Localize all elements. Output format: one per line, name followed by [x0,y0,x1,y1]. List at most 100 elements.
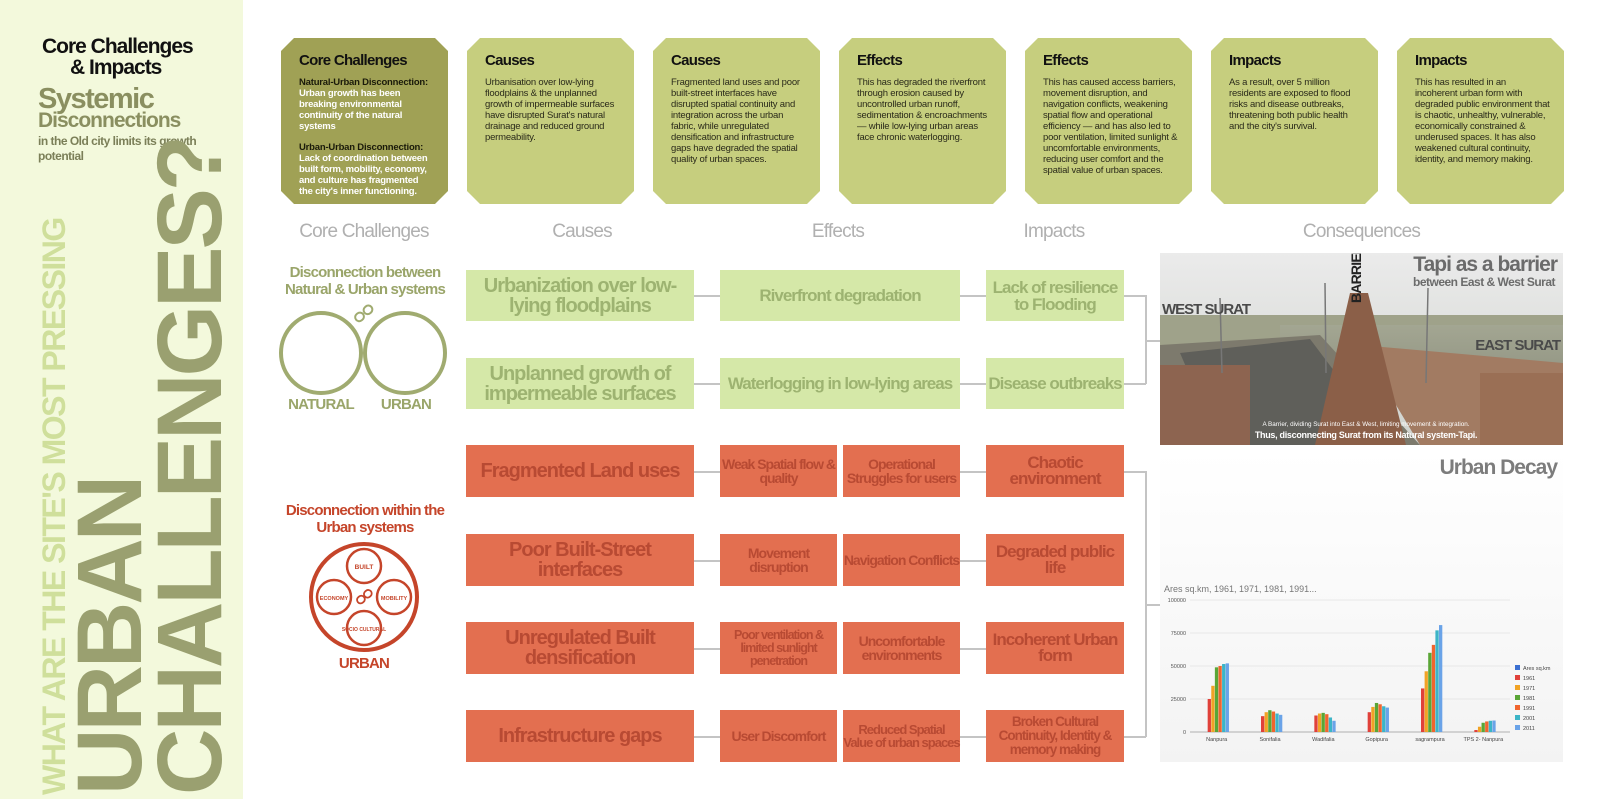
colhead-causes: Causes [552,221,612,242]
x-tick-label: Nanpura [1206,737,1228,743]
effect-box-riverfront: Riverfront degradation [720,270,960,321]
urban-system-label: URBAN [338,655,390,672]
bar [1279,714,1283,732]
cause-box-infrastructure: Infrastructure gaps [466,710,694,762]
bar [1374,702,1379,732]
bar [1207,699,1211,732]
x-tick-label: Sonifalia [1259,737,1281,743]
effect-box-movement: Movement disruption [720,534,837,586]
legend-label: 1961 [1523,676,1535,682]
connector-line [960,560,986,562]
photo-illustration [1160,253,1563,445]
legend-label: 1991 [1523,706,1535,712]
urban-label: URBAN [380,396,432,413]
legend-label: 1971 [1523,686,1535,692]
card-effects-natural: Effects This has degraded the riverfront… [839,38,1006,204]
bracket-line [1124,383,1146,385]
card-causes-urban: Causes Fragmented land uses and poor bui… [653,38,820,204]
east-surat-label: EAST SURAT [1475,337,1561,354]
bar [1264,712,1268,732]
bar [1424,671,1428,732]
bar [1485,721,1489,732]
card-text: Fragmented land uses and poor built-stre… [671,77,800,165]
socio-cultural-circle [345,609,383,647]
effect-box-navigation: Navigation Conflicts [843,534,960,586]
card-causes-natural: Causes Urbanisation over low-lying flood… [467,38,634,204]
impact-box-incoherent: Incoherent Urban form [986,622,1124,674]
x-tick-label: Gopipura [1365,737,1389,743]
impact-box-chaotic: Chaotic environment [986,445,1124,497]
bar [1218,666,1222,732]
card-title: Effects [857,52,903,69]
legend-swatch [1515,715,1520,720]
bar [1211,685,1215,732]
bar [1271,711,1276,732]
natural-urban-disconnection-title: Disconnection between Natural & Urban sy… [285,264,446,298]
vertical-title: WHAT ARE THE SITE'S MOST PRESSING URBAN … [36,138,241,795]
tapi-barrier-photo: Tapi as a barrier between East & West Su… [1160,253,1563,445]
bar [1421,688,1425,732]
legend-swatch [1515,685,1520,690]
urban-decay-chart: Ares sq.km, 1961, 1971, 1981, 1991... 02… [1164,584,1551,743]
bar [1261,716,1265,732]
impacts-title: & Impacts [70,56,162,79]
connector-line [960,383,986,385]
photo-subtitle: between East & West Surat [1413,275,1556,289]
bar [1222,664,1226,732]
connector-line [694,736,720,738]
colhead-core-challenges: Core Challenges [299,221,429,242]
bar [1431,644,1436,732]
effect-box-uncomfortable: Uncomfortable environments [843,622,960,674]
card-text: This has resulted in an incoherent urban… [1415,77,1550,165]
urban-decay-title: Urban Decay [1439,456,1558,479]
bar [1321,712,1325,732]
y-tick-label: 75000 [1171,631,1186,637]
card-text: Urbanisation over low-lying floodplains … [485,77,615,143]
legend-swatch [1515,705,1520,710]
bar [1492,720,1496,732]
connector-line [694,383,720,385]
bar [1325,714,1329,732]
urban-disconnection-title: Disconnection within the Urban systems [285,502,445,536]
chart-title: Ares sq.km, 1961, 1971, 1981, 1991... [1164,584,1317,594]
bar [1488,720,1493,732]
connector-line [960,648,986,650]
photo-caption-1: A Barrier, dividing Surat into East & We… [1262,421,1470,428]
urban-circle [363,311,447,395]
card-impacts-urban: Impacts This has resulted in an incohere… [1397,38,1564,204]
socio-cultural-label: SOCIO CULTURAL [342,627,386,633]
bar [1474,730,1478,732]
cause-box-impermeable: Unplanned growth of impermeable surfaces [466,358,694,409]
subtitle: in the Old city limits its growth potent… [38,134,197,163]
natural-circle [279,311,363,395]
impact-box-flooding: Lack of resilience to Flooding [986,270,1124,321]
photo-title: Tapi as a barrier [1413,253,1558,276]
colhead-consequences: Consequences [1302,221,1421,242]
bar [1428,652,1432,732]
colhead-effects: Effects [811,221,865,242]
bracket-line [1124,736,1146,738]
impact-box-cultural: Broken Cultural Continuity, Identity & m… [986,710,1124,762]
legend-swatch [1515,725,1520,730]
card-text: As a result, over 5 million residents ar… [1229,77,1351,132]
effect-box-operational: Operational Struggles for users [843,445,960,497]
effect-box-waterlogging: Waterlogging in low-lying areas [720,358,960,409]
connector-line [960,471,986,473]
colhead-impacts: Impacts [1023,221,1086,242]
economy-circle [315,578,353,616]
card-core-challenges: Core Challenges Natural-Urban Disconnect… [281,38,448,204]
connector-line [694,648,720,650]
x-tick-label: TPS 2- Nanpura [1463,737,1504,743]
connector-line [694,471,720,473]
legend-swatch [1515,675,1520,680]
impact-box-disease: Disease outbreaks [986,358,1124,409]
y-tick-label: 0 [1183,730,1186,736]
effect-box-weak-flow: Weak Spatial flow & quality [720,445,837,497]
bracket-line [1145,604,1160,606]
legend-label: 1981 [1523,696,1535,702]
mobility-label: MOBILITY [381,596,408,602]
vertical-urban: URBAN [59,477,161,795]
